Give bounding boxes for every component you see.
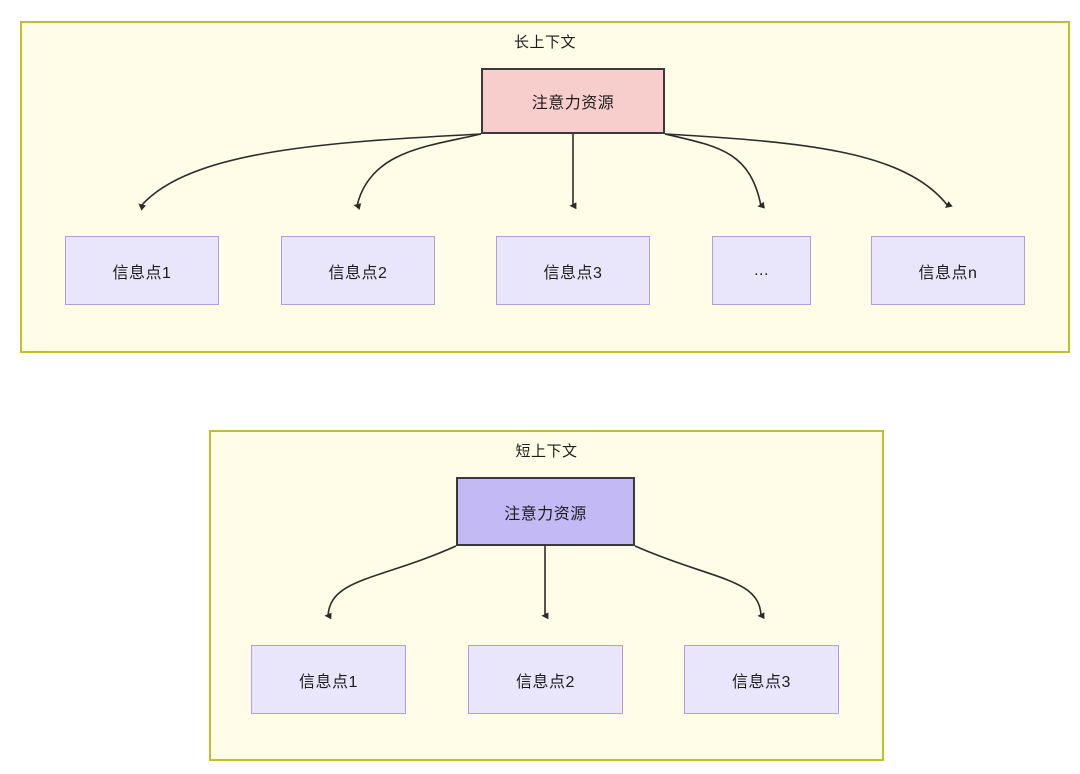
node-label: 注意力资源 bbox=[504, 505, 587, 523]
node-label: 信息点2 bbox=[516, 673, 575, 691]
node-label: 注意力资源 bbox=[531, 95, 615, 112]
node-short-info-2[interactable]: 信息点2 bbox=[468, 645, 623, 714]
node-long-info-1[interactable]: 信息点1 bbox=[65, 236, 219, 305]
node-short-attention-resource[interactable]: 注意力资源 bbox=[456, 477, 635, 546]
node-long-info-2[interactable]: 信息点2 bbox=[281, 236, 435, 305]
node-label: 信息点1 bbox=[299, 673, 358, 691]
node-label: 信息点2 bbox=[328, 264, 388, 282]
node-label: 信息点3 bbox=[543, 264, 603, 282]
node-label: 信息点n bbox=[918, 264, 978, 282]
node-long-info-n[interactable]: 信息点n bbox=[871, 236, 1025, 305]
node-short-info-3[interactable]: 信息点3 bbox=[684, 645, 839, 714]
node-long-info-3[interactable]: 信息点3 bbox=[496, 236, 650, 305]
node-label: 信息点1 bbox=[112, 264, 172, 282]
node-label: 信息点3 bbox=[732, 673, 791, 691]
node-long-info-ellipsis[interactable]: ... bbox=[712, 236, 811, 305]
node-label: ... bbox=[754, 261, 769, 279]
panel-long-context-title: 长上下文 bbox=[513, 34, 576, 51]
node-long-attention-resource[interactable]: 注意力资源 bbox=[481, 68, 665, 134]
panel-short-context-title: 短上下文 bbox=[515, 443, 578, 460]
node-short-info-1[interactable]: 信息点1 bbox=[251, 645, 406, 714]
